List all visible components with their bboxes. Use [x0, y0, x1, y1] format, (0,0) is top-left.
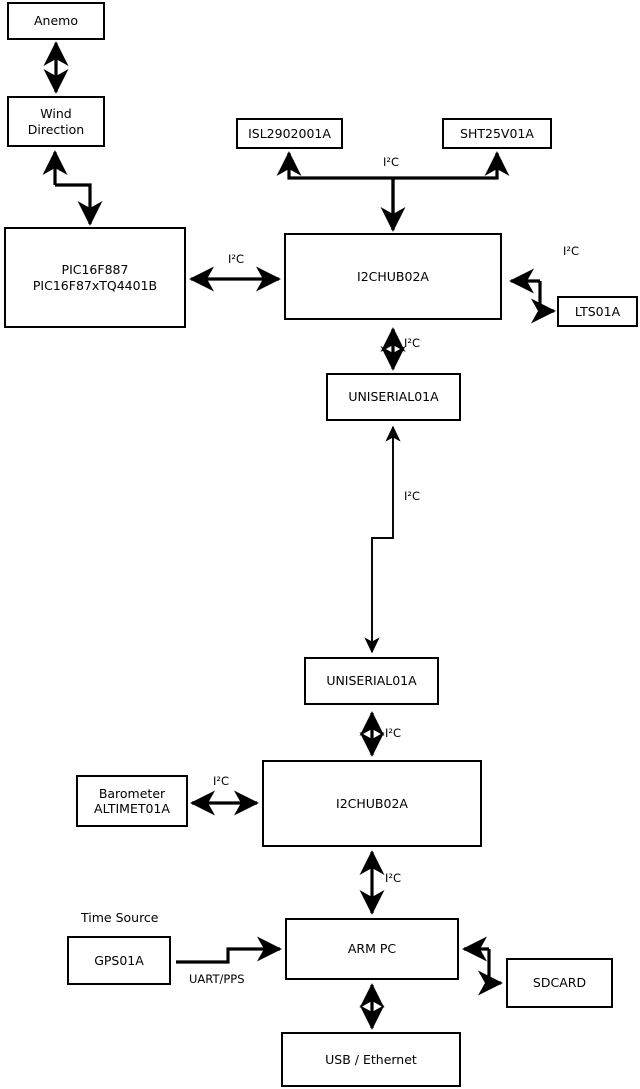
- label-time-source: Time Source: [81, 910, 159, 925]
- label-uart-pps: UART/PPS: [189, 972, 245, 986]
- node-anemo[interactable]: Anemo: [7, 2, 105, 40]
- label-i2c-barometer-hub2: I²C: [213, 774, 230, 788]
- node-wind-direction-label-line1: Wind: [40, 106, 72, 122]
- node-pic-mcu[interactable]: PIC16F887 PIC16F87xTQ4401B: [4, 227, 186, 328]
- node-uniserial01a-bottom[interactable]: UNISERIAL01A: [304, 657, 439, 705]
- node-uniserial01a-top-label: UNISERIAL01A: [348, 389, 439, 405]
- node-barometer-label-line2: ALTIMET01A: [94, 801, 170, 816]
- label-i2c-hub-lts: I²C: [563, 244, 580, 258]
- node-arm-pc[interactable]: ARM PC: [285, 918, 459, 980]
- node-isl2902001a-label: ISL2902001A: [248, 125, 331, 141]
- node-uniserial01a-top[interactable]: UNISERIAL01A: [326, 373, 461, 421]
- node-isl2902001a[interactable]: ISL2902001A: [236, 118, 343, 149]
- node-wind-direction[interactable]: Wind Direction: [7, 96, 105, 147]
- node-i2chub02a-bottom[interactable]: I2CHUB02A: [262, 760, 482, 847]
- node-sht25v01a[interactable]: SHT25V01A: [442, 118, 552, 149]
- node-pic-mcu-label-line2: PIC16F87xTQ4401B: [32, 277, 158, 293]
- label-i2c-hub2-armpc: I²C: [385, 871, 402, 885]
- node-anemo-label: Anemo: [34, 13, 78, 29]
- connector-uniserial-link: [364, 425, 401, 654]
- connector-armpc-sdcard: [462, 936, 503, 996]
- node-sdcard[interactable]: SDCARD: [506, 958, 613, 1008]
- connector-wind-pic: [42, 150, 103, 226]
- connector-hubtop-lts: [509, 268, 556, 324]
- label-i2c-uniserial-hub2: I²C: [385, 726, 402, 740]
- node-wind-direction-label-line2: Direction: [27, 121, 85, 137]
- label-i2c-hub-uniserial: I²C: [404, 336, 421, 350]
- node-sht25v01a-label: SHT25V01A: [460, 125, 534, 141]
- label-i2c-sensor-bus: I²C: [383, 155, 400, 169]
- node-usb-ethernet[interactable]: USB / Ethernet: [281, 1032, 461, 1087]
- connector-gps-armpc: [176, 936, 282, 964]
- node-i2chub02a-top-label: I2CHUB02A: [357, 268, 429, 284]
- node-gps01a[interactable]: GPS01A: [67, 936, 171, 985]
- node-lts01a-label: LTS01A: [574, 303, 621, 319]
- label-i2c-uniserial-link: I²C: [404, 489, 421, 503]
- node-uniserial01a-bottom-label: UNISERIAL01A: [326, 673, 417, 689]
- connector-hubtop-sensorbus: [276, 151, 510, 232]
- node-pic-mcu-label-line1: PIC16F887: [61, 262, 129, 278]
- node-sdcard-label: SDCARD: [532, 975, 587, 991]
- node-barometer-label-line1: Barometer: [98, 785, 166, 801]
- node-arm-pc-label: ARM PC: [347, 941, 397, 957]
- label-i2c-pic-hub: I²C: [228, 252, 245, 266]
- node-i2chub02a-top[interactable]: I2CHUB02A: [284, 233, 502, 320]
- node-lts01a[interactable]: LTS01A: [557, 296, 638, 327]
- node-gps01a-label: GPS01A: [94, 952, 144, 968]
- node-barometer-altimet01a[interactable]: Barometer ALTIMET01A: [76, 775, 188, 827]
- node-usb-ethernet-label: USB / Ethernet: [325, 1051, 417, 1067]
- node-i2chub02a-bottom-label: I2CHUB02A: [336, 795, 408, 811]
